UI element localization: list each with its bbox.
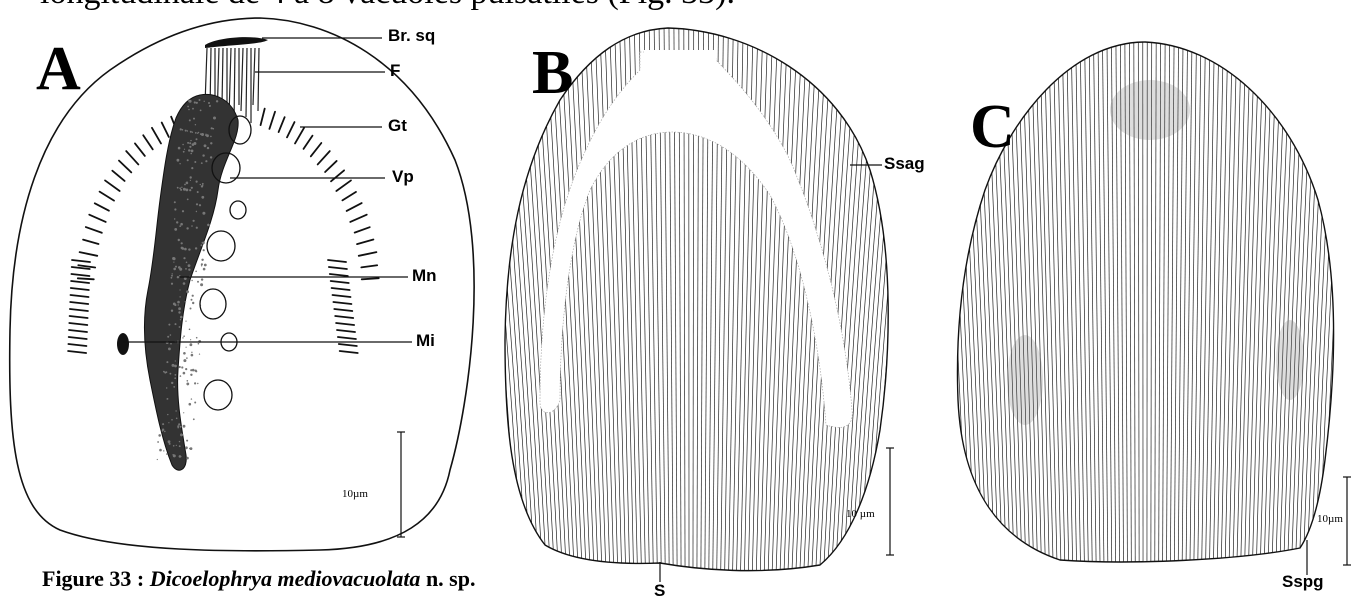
panel-c-scale-bar (1343, 477, 1351, 565)
caption-species: Dicoelophrya mediovacuolata (150, 566, 421, 591)
label-sspg: Sspg (1282, 573, 1324, 590)
caption-prefix: Figure 33 : (42, 566, 150, 591)
panel-c-scale-label: 10µm (1317, 513, 1343, 525)
panel-c-letter: C (970, 96, 1015, 158)
caption-suffix: n. sp. (420, 566, 475, 591)
figure-caption: Figure 33 : Dicoelophrya mediovacuolata … (42, 566, 475, 592)
